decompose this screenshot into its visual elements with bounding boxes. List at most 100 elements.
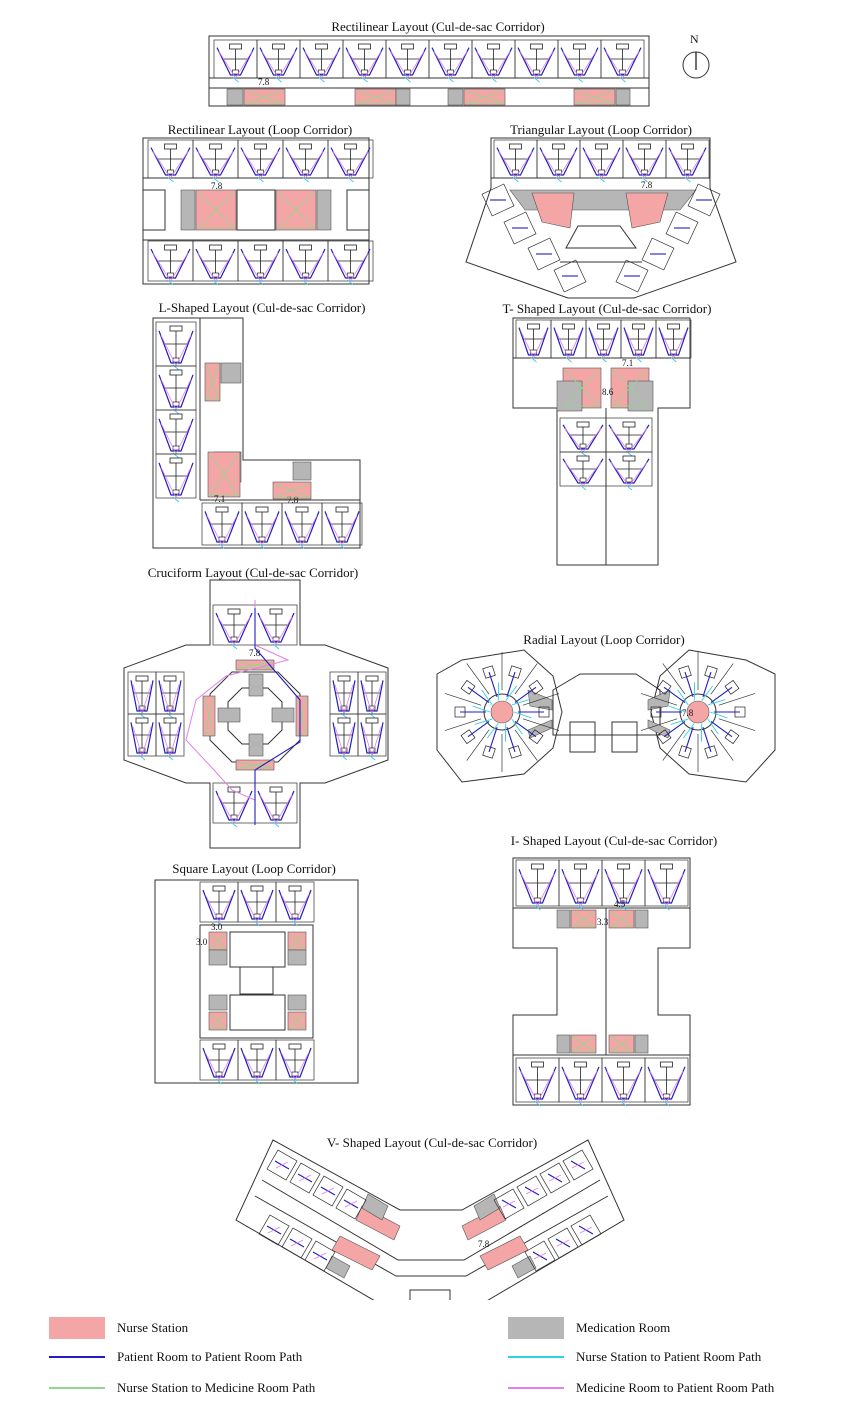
bed-icon <box>169 413 183 420</box>
patient-room <box>558 1057 603 1107</box>
bed-icon <box>288 885 302 892</box>
bed-icon <box>638 143 651 150</box>
patient-path <box>517 47 556 76</box>
patient-room <box>481 183 515 217</box>
patient-room <box>304 1240 336 1272</box>
nurse-medicine-path <box>197 191 235 229</box>
medicine-patient-path <box>160 467 192 499</box>
nurse-patient-path <box>620 1100 627 1107</box>
medicine-patient-path <box>579 1226 593 1234</box>
nurse-patient-path <box>576 76 583 83</box>
legend-patient-path: Patient Room to Patient Room Path <box>49 1349 302 1365</box>
nurse-patient-path <box>534 1100 541 1107</box>
nurse-patient-path <box>565 356 572 363</box>
plan-i-shaped: 4.5 3.3 <box>512 857 691 1107</box>
bed-icon <box>250 1043 264 1050</box>
nurse-patient-path <box>167 176 174 183</box>
bed-icon <box>299 244 312 251</box>
patient-path <box>623 327 654 356</box>
patient-room <box>553 259 587 293</box>
patient-path <box>582 147 621 176</box>
patient-path <box>684 671 694 697</box>
patient-path <box>330 248 371 279</box>
patient-room <box>281 502 323 550</box>
patient-room <box>570 1214 602 1246</box>
bed-icon <box>660 1061 673 1068</box>
medicine-patient-path <box>476 51 511 79</box>
medicine-patient-path <box>280 893 310 923</box>
legend-medication-room: Medication Room <box>508 1317 670 1339</box>
medicine-patient-path <box>152 252 189 282</box>
nurse-patient-path <box>472 705 491 713</box>
medicine-patient-path <box>246 515 278 546</box>
plan-v-shaped: 7.8 <box>235 1139 625 1300</box>
medicine-patient-path <box>649 873 684 907</box>
legend-medicine-patient-path: Medicine Room to Patient Room Path <box>508 1380 774 1396</box>
room-wall <box>662 729 686 761</box>
patient-path <box>647 868 686 904</box>
room-wall <box>710 663 734 695</box>
patient-room <box>213 39 258 83</box>
legend-nurse-patient-path: Nurse Station to Patient Room Path <box>508 1349 761 1365</box>
patient-room <box>192 139 239 183</box>
patient-room <box>155 409 197 459</box>
room-wall <box>514 729 538 761</box>
nurse-patient-path <box>212 176 219 183</box>
nurse-patient-path <box>534 904 541 911</box>
bed-icon <box>169 369 183 376</box>
patient-path <box>608 424 650 450</box>
medicine-patient-path <box>259 616 293 646</box>
nurse-patient-path <box>138 754 146 761</box>
nurse-patient-path <box>258 543 266 550</box>
patient-path <box>195 147 236 176</box>
patient-room <box>335 1188 367 1220</box>
medicine-patient-path <box>347 51 382 79</box>
patient-room <box>155 365 197 415</box>
medicine-patient-path <box>605 51 640 79</box>
patient-path <box>467 720 490 738</box>
room-wall <box>640 718 678 731</box>
patient-path <box>684 727 694 753</box>
room-wall <box>640 693 678 706</box>
nurse-medicine-path <box>575 90 614 104</box>
nurse-patient-path <box>232 76 239 83</box>
patient-path <box>285 147 326 176</box>
patient-path <box>588 327 619 356</box>
title-t-shaped: T- Shaped Layout (Cul-de-sac Corridor) <box>502 301 712 316</box>
nurse-medicine-path <box>571 1036 596 1052</box>
distance-label: 7.1 <box>622 358 633 368</box>
medicine-patient-path <box>556 1239 570 1247</box>
bed-icon <box>527 323 540 330</box>
nurse-patient-path <box>663 904 670 911</box>
room-wall <box>718 718 756 731</box>
patient-path <box>663 720 686 738</box>
title-rectilinear-culdesac: Rectilinear Layout (Cul-de-sac Corridor) <box>331 19 545 34</box>
plan-rectilinear-culdesac: 7.8 <box>208 35 650 107</box>
bed-icon <box>254 244 267 251</box>
room-wall <box>444 718 482 731</box>
nurse-patient-path <box>167 279 174 286</box>
bed-icon <box>335 506 349 513</box>
patient-room <box>327 139 374 183</box>
medicine-patient-path <box>332 252 369 282</box>
patient-path <box>625 147 664 176</box>
medicine-patient-path <box>326 515 358 546</box>
medicine-patient-path-swatch <box>508 1387 564 1389</box>
patient-room <box>281 1227 313 1259</box>
patient-path <box>158 722 182 754</box>
patient-path <box>215 790 253 821</box>
bed-icon <box>209 143 222 150</box>
patient-path <box>278 889 312 920</box>
patient-path <box>467 686 490 704</box>
medicine-patient-path <box>660 331 687 359</box>
patient-room <box>536 139 581 183</box>
nurse-patient-path <box>474 718 493 725</box>
bed-icon <box>163 717 177 724</box>
bed-icon <box>576 455 590 462</box>
bed-icon <box>337 675 351 682</box>
patient-room <box>605 417 653 457</box>
patient-room <box>641 237 675 271</box>
legend-label: Patient Room to Patient Room Path <box>117 1349 303 1364</box>
patient-path <box>240 248 281 279</box>
nurse-medicine-path <box>297 697 307 735</box>
